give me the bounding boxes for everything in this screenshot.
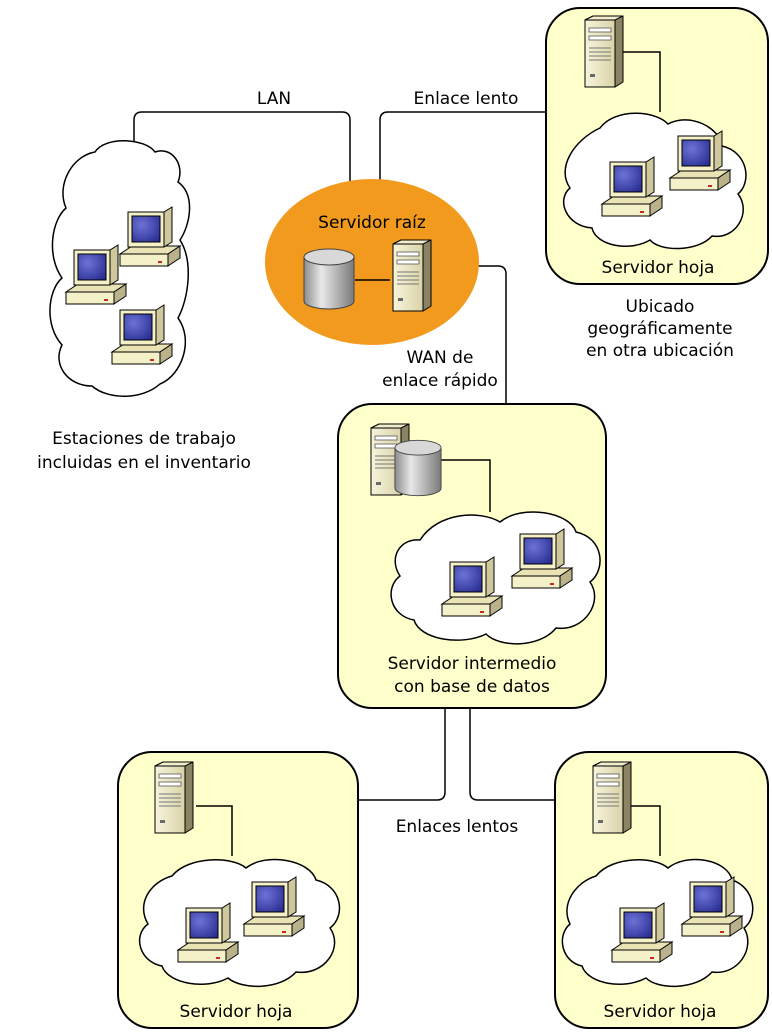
- database-cylinder-icon: [394, 439, 442, 497]
- workstation-computer-icon: [441, 556, 503, 617]
- slow-link-bottom-right: [469, 706, 555, 801]
- intermediate-server-label-line2: con base de datos: [394, 677, 550, 697]
- network-cloud-icon: [138, 858, 341, 988]
- server-tower-icon: [392, 239, 432, 312]
- intermediate-server-label-line1: Servidor intermedio: [388, 654, 557, 674]
- lan-link: [133, 111, 351, 200]
- slow-link-label: Enlace lento: [414, 89, 519, 109]
- slow-link-top: [379, 111, 546, 186]
- workstation-computer-icon: [243, 876, 305, 937]
- server-tower-icon: [592, 761, 632, 834]
- leaf-server-panel-bottom-left: Servidor hoja: [117, 751, 359, 1029]
- fast-wan-label-line1: WAN de: [407, 348, 474, 368]
- fast-wan-label-line2: enlace rápido: [382, 371, 498, 391]
- workstation-computer-icon: [119, 206, 181, 267]
- workstation-computer-icon: [611, 902, 673, 963]
- leaf-server-panel-top-right: Servidor hoja: [545, 7, 769, 285]
- workstation-computer-icon: [681, 876, 743, 937]
- root-server-node: Servidor raíz: [265, 179, 479, 345]
- workstation-computer-icon: [111, 304, 173, 365]
- intermediate-server-panel: Servidor intermedio con base de datos: [337, 403, 607, 709]
- database-cylinder-icon: [303, 248, 355, 310]
- connection-lines: [133, 111, 555, 801]
- remote-location-label-line2: geográficamente: [587, 319, 732, 339]
- workstations-label-line2: incluidas en el inventario: [37, 453, 251, 473]
- server-tower-icon: [154, 761, 194, 834]
- fast-wan-link: [473, 265, 507, 404]
- workstation-computer-icon: [601, 156, 663, 217]
- server-tower-icon: [584, 15, 624, 88]
- workstation-computer-icon: [177, 902, 239, 963]
- root-server-label: Servidor raíz: [318, 213, 426, 233]
- slow-link-bottom-left: [358, 706, 446, 801]
- remote-location-label-line3: en otra ubicación: [586, 341, 734, 361]
- remote-location-label-line1: Ubicado: [626, 297, 695, 317]
- lan-label: LAN: [257, 89, 291, 109]
- slow-links-label: Enlaces lentos: [396, 817, 519, 837]
- workstation-computer-icon: [65, 244, 127, 305]
- workstations-cloud: [49, 140, 191, 397]
- leaf-server-panel-bottom-right: Servidor hoja: [554, 751, 769, 1029]
- workstation-computer-icon: [511, 528, 573, 589]
- leaf-server-label: Servidor hoja: [604, 1002, 717, 1022]
- leaf-server-label: Servidor hoja: [602, 258, 715, 278]
- leaf-server-label: Servidor hoja: [180, 1002, 293, 1022]
- workstation-computer-icon: [669, 130, 731, 191]
- workstations-label-line1: Estaciones de trabajo: [52, 429, 236, 449]
